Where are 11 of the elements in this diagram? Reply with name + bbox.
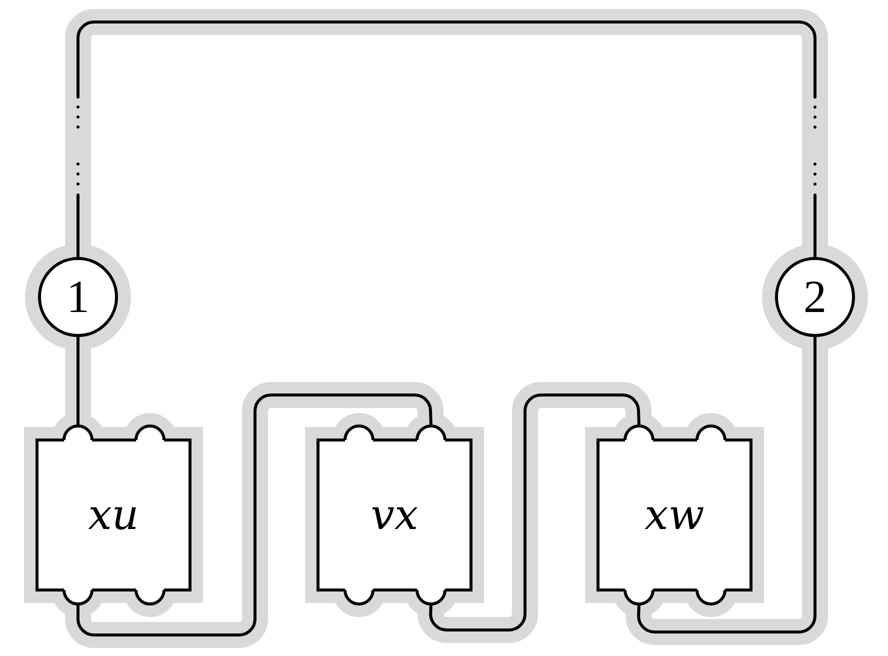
node-number: 2 [804,274,826,320]
numbered-circle [775,257,855,337]
numbered-circle [38,257,118,337]
node-number: 1 [66,274,90,320]
node-label: vx [370,494,418,536]
node-label: xw [644,494,704,536]
connector-line [76,336,80,428]
connector-line [429,394,640,632]
connector-line [637,336,816,634]
connector-line [76,20,816,258]
node-label: xu [88,494,139,536]
